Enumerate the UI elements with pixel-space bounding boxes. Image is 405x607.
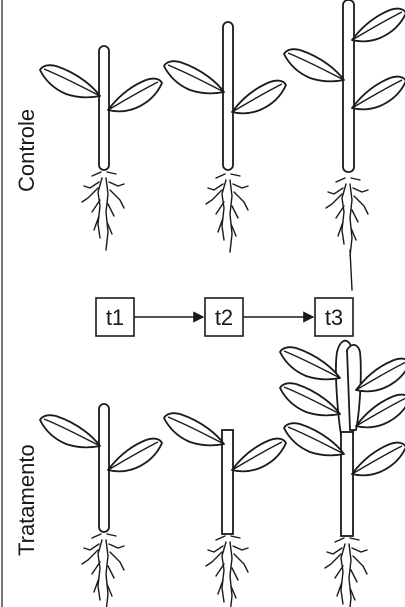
treatment-plant-t2 xyxy=(164,413,286,607)
timeline-box-t3: t3 xyxy=(315,298,353,336)
row-label-tratamento: Tratamento xyxy=(14,444,39,556)
timeline-label-t3: t3 xyxy=(325,305,343,330)
treatment-plant-t1 xyxy=(40,404,162,607)
row-label-controle: Controle xyxy=(14,109,39,192)
timeline-label-t1: t1 xyxy=(106,305,124,330)
timeline-box-t2: t2 xyxy=(205,298,243,336)
timeline-box-t1: t1 xyxy=(96,298,134,336)
timeline: t1 t2 t3 xyxy=(96,298,353,336)
control-plant-t1 xyxy=(40,46,162,250)
control-plant-t3 xyxy=(284,0,405,290)
timeline-label-t2: t2 xyxy=(215,305,233,330)
control-plant-t2 xyxy=(164,22,286,252)
treatment-plant-t3 xyxy=(280,341,405,607)
